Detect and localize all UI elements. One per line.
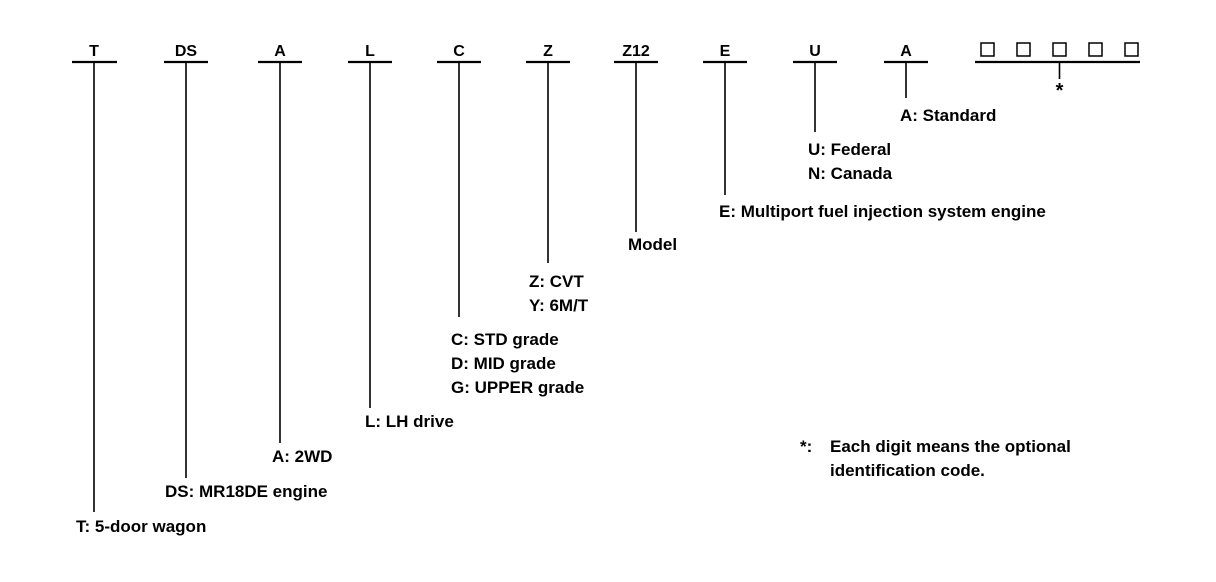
code-segment: A A: Standard: [884, 43, 996, 125]
code-letter: E: [720, 43, 731, 60]
optional-digit-box: [1124, 42, 1139, 57]
code-letter: DS: [175, 43, 198, 60]
note-marker: *:: [800, 437, 812, 456]
code-segment: T T: 5-door wagon: [72, 43, 206, 536]
code-letter: Z: [543, 43, 553, 60]
code-description: DS: MR18DE engine: [165, 482, 327, 501]
code-segment: Z Z: CVT Y: 6M/T: [526, 43, 589, 315]
optional-digit-box: [1016, 42, 1031, 57]
optional-digit-box: [980, 42, 995, 57]
code-description: L: LH drive: [365, 412, 454, 431]
code-segment: DS DS: MR18DE engine: [164, 43, 327, 501]
code-description: A: Standard: [900, 106, 996, 125]
code-description: Z: CVT: [529, 272, 584, 291]
code-segment: U U: Federal N: Canada: [793, 43, 893, 183]
optional-code-note: *: Each digit means the optional identif…: [800, 437, 1071, 480]
code-description: Model: [628, 235, 677, 254]
code-segment: C C: STD grade D: MID grade G: UPPER grade: [437, 43, 584, 397]
code-letter: C: [453, 43, 465, 60]
code-letter: L: [365, 43, 375, 60]
code-letter: Z12: [622, 43, 650, 60]
code-description: D: MID grade: [451, 354, 556, 373]
optional-marker: *: [1056, 80, 1064, 102]
code-description: C: STD grade: [451, 330, 559, 349]
code-segment: L L: LH drive: [348, 43, 454, 431]
code-description: U: Federal: [808, 140, 891, 159]
code-letter: U: [809, 43, 821, 60]
code-description: T: 5-door wagon: [76, 517, 206, 536]
code-segment: E E: Multiport fuel injection system engi…: [703, 43, 1046, 221]
note-line-1: Each digit means the optional: [830, 437, 1071, 456]
code-description: A: 2WD: [272, 447, 332, 466]
code-letter: T: [89, 43, 99, 60]
code-letter: A: [274, 43, 286, 60]
code-description: N: Canada: [808, 164, 893, 183]
optional-digit-box: [1088, 42, 1103, 57]
code-segment: A A: 2WD: [258, 43, 332, 466]
code-description: G: UPPER grade: [451, 378, 584, 397]
code-description: Y: 6M/T: [529, 296, 589, 315]
optional-code-group: *: [975, 42, 1140, 102]
code-letter: A: [900, 43, 912, 60]
code-description: E: Multiport fuel injection system engin…: [719, 202, 1046, 221]
code-segments: T T: 5-door wagon DS DS: MR18DE engine A A: 2…: [72, 43, 1046, 536]
note-line-2: identification code.: [830, 461, 985, 480]
optional-digit-box: [1052, 42, 1067, 57]
